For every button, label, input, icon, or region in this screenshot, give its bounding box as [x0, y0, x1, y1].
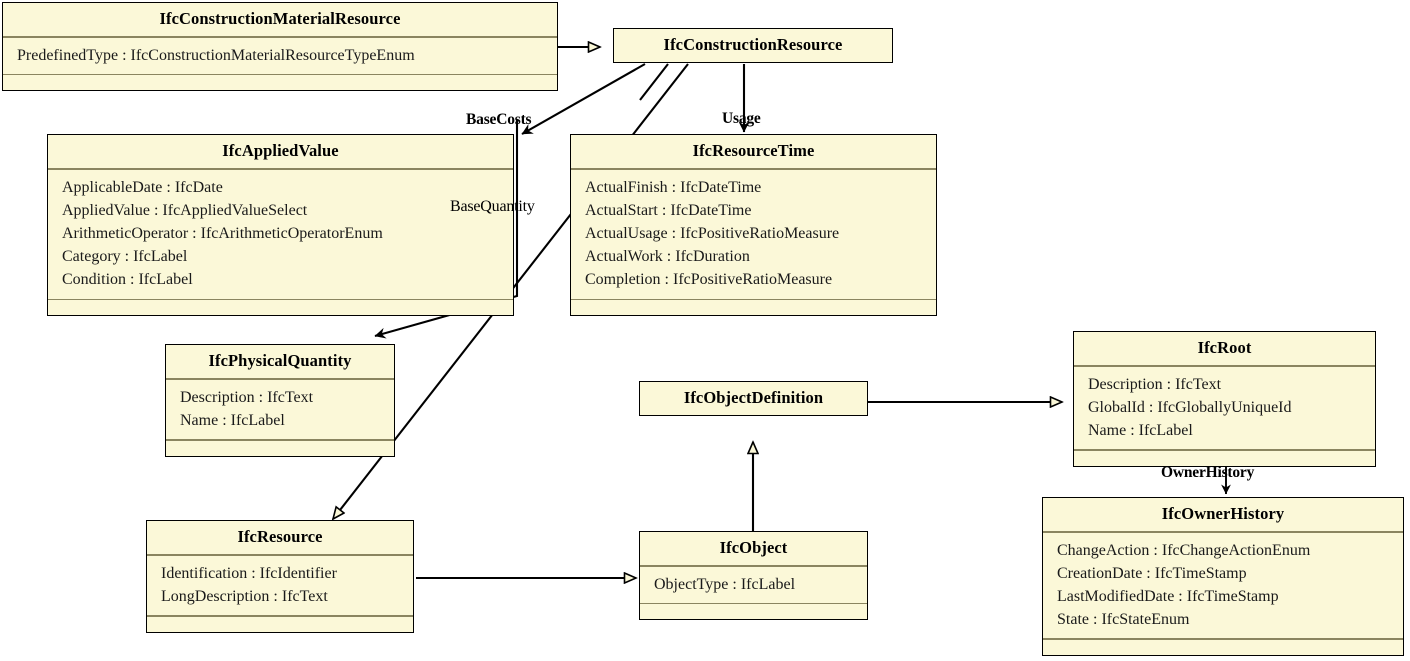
compartment-separator	[147, 554, 413, 556]
edge-label-usage: Usage	[722, 110, 761, 127]
class-title: IfcObject	[719, 538, 788, 557]
edge-label-basequantity: BaseQuantity	[450, 198, 535, 215]
edge-constructionresource-stub	[639, 63, 669, 101]
attribute: Completion : IfcPositiveRatioMeasure	[585, 271, 833, 289]
attribute: LastModifiedDate : IfcTimeStamp	[1057, 588, 1279, 605]
class-title: IfcAppliedValue	[222, 141, 339, 160]
compartment-separator	[166, 378, 394, 380]
attribute: Identification : IfcIdentifier	[161, 564, 337, 582]
attribute: State : IfcStateEnum	[1057, 611, 1190, 629]
compartment-separator	[48, 298, 513, 301]
class-IfcConstructionMaterialResource[interactable]: IfcConstructionMaterialResource Predefin…	[2, 2, 558, 92]
class-IfcObjectDefinition[interactable]: IfcObjectDefinition	[639, 381, 868, 416]
attribute-compartment: Description : IfcText GlobalId : IfcGlob…	[1074, 367, 1375, 450]
compartment-separator	[147, 615, 413, 617]
attribute: ActualStart : IfcDateTime	[585, 201, 752, 219]
attribute-compartment: PredefinedType : IfcConstructionMaterial…	[3, 38, 557, 74]
attribute: Condition : IfcLabel	[62, 271, 193, 289]
attribute: Description : IfcText	[180, 388, 314, 406]
operation-compartment	[640, 604, 867, 619]
class-title: IfcOwnerHistory	[1161, 504, 1285, 523]
attribute-compartment: ObjectType : IfcLabel	[640, 567, 867, 603]
attribute: ActualUsage : IfcPositiveRatioMeasure	[585, 225, 840, 242]
attribute-compartment: Description : IfcText Name : IfcLabel	[166, 380, 394, 439]
operation-compartment	[571, 300, 936, 315]
attribute: PredefinedType : IfcConstructionMaterial…	[17, 46, 415, 64]
operation-compartment	[3, 75, 557, 90]
attribute-compartment: Identification : IfcIdentifier LongDescr…	[147, 556, 413, 615]
edge-constructionresource-to-physicalquantity	[374, 120, 519, 339]
compartment-separator	[571, 168, 936, 170]
attribute-compartment: ApplicableDate : IfcDate AppliedValue : …	[48, 170, 513, 299]
class-title: IfcConstructionMaterialResource	[159, 9, 401, 28]
attribute-compartment: ChangeAction : IfcChangeActionEnum Creat…	[1043, 533, 1403, 639]
class-title: IfcResourceTime	[692, 141, 815, 160]
class-IfcAppliedValue[interactable]: IfcAppliedValue ApplicableDate : IfcDate…	[47, 134, 514, 317]
compartment-separator	[48, 168, 513, 170]
compartment-separator	[1074, 365, 1375, 367]
attribute: ChangeAction : IfcChangeActionEnum	[1057, 541, 1311, 559]
attribute: AppliedValue : IfcAppliedValueSelect	[62, 201, 308, 219]
attribute: Description : IfcText	[1088, 375, 1222, 393]
compartment-separator	[571, 298, 936, 301]
edge-label-basecosts: BaseCosts	[466, 111, 532, 128]
class-IfcObject[interactable]: IfcObject ObjectType : IfcLabel	[639, 531, 868, 621]
operation-compartment	[147, 617, 413, 632]
attribute: Name : IfcLabel	[180, 411, 285, 429]
compartment-separator	[1043, 531, 1403, 533]
operation-compartment	[48, 300, 513, 315]
class-IfcPhysicalQuantity[interactable]: IfcPhysicalQuantity Description : IfcTex…	[165, 344, 395, 457]
compartment-separator	[3, 36, 557, 38]
operation-compartment	[166, 441, 394, 456]
attribute: Category : IfcLabel	[62, 248, 188, 266]
compartment-separator	[1043, 638, 1403, 640]
class-IfcOwnerHistory[interactable]: IfcOwnerHistory ChangeAction : IfcChange…	[1042, 497, 1404, 656]
class-title: IfcObjectDefinition	[683, 388, 824, 407]
attribute-compartment: ActualFinish : IfcDateTime ActualStart :…	[571, 170, 936, 299]
class-IfcResourceTime[interactable]: IfcResourceTime ActualFinish : IfcDateTi…	[570, 134, 937, 317]
attribute: LongDescription : IfcText	[161, 587, 328, 605]
edge-label-ownerhistory: OwnerHistory	[1161, 464, 1255, 481]
compartment-separator	[640, 602, 867, 605]
attribute: ObjectType : IfcLabel	[654, 575, 796, 593]
attribute: CreationDate : IfcTimeStamp	[1057, 564, 1247, 582]
attribute: ArithmeticOperator : IfcArithmeticOperat…	[62, 225, 383, 242]
attribute: ActualFinish : IfcDateTime	[585, 178, 762, 196]
class-IfcConstructionResource[interactable]: IfcConstructionResource	[613, 28, 893, 63]
class-title: IfcPhysicalQuantity	[208, 351, 352, 370]
attribute: ApplicableDate : IfcDate	[62, 178, 223, 196]
compartment-separator	[3, 73, 557, 76]
attribute: GlobalId : IfcGloballyUniqueId	[1088, 398, 1292, 416]
class-title: IfcConstructionResource	[663, 35, 843, 54]
class-title: IfcRoot	[1197, 338, 1252, 357]
operation-compartment	[1043, 640, 1403, 655]
attribute: ActualWork : IfcDuration	[585, 248, 750, 266]
class-title: IfcResource	[237, 527, 323, 546]
compartment-separator	[1074, 449, 1375, 451]
class-IfcResource[interactable]: IfcResource Identification : IfcIdentifi…	[146, 520, 414, 633]
class-IfcRoot[interactable]: IfcRoot Description : IfcText GlobalId :…	[1073, 331, 1376, 467]
compartment-separator	[640, 565, 867, 567]
compartment-separator	[166, 439, 394, 441]
edge-constructionresource-to-appliedvalue	[521, 63, 646, 135]
attribute: Name : IfcLabel	[1088, 422, 1193, 439]
